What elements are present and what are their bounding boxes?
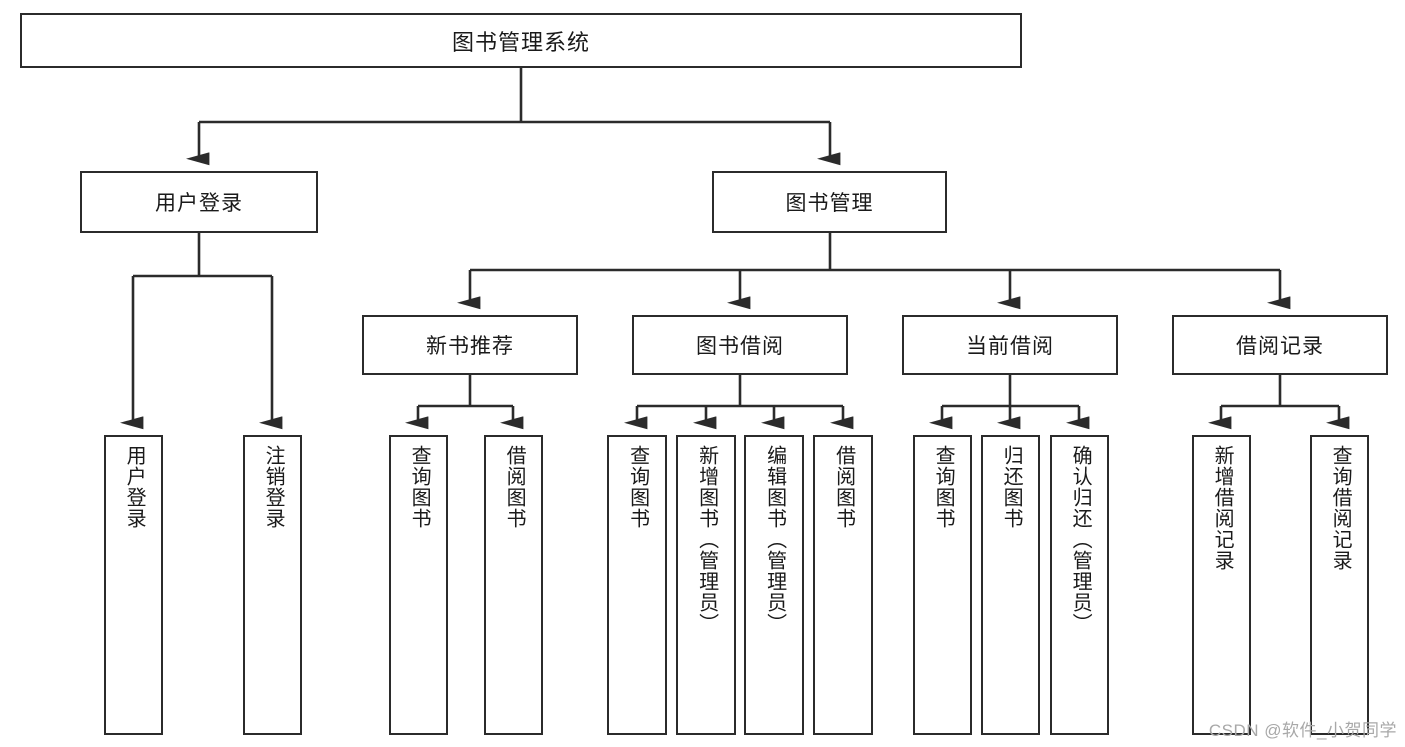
leaf-label: 新增借阅记录 — [1211, 445, 1234, 571]
leaf-label: 借阅图书 — [832, 445, 855, 529]
leaf-current-borrow-return[interactable]: 归还图书 — [981, 435, 1040, 735]
node-book-management[interactable]: 图书管理 — [712, 171, 947, 233]
leaf-user-login-signin[interactable]: 用户登录 — [104, 435, 163, 735]
leaf-label: 用户登录 — [123, 445, 146, 529]
watermark-text: CSDN @软件_小贺同学 — [1208, 721, 1397, 740]
leaf-label: 编辑图书（管理员） — [763, 445, 786, 634]
node-borrow-record[interactable]: 借阅记录 — [1172, 315, 1388, 375]
node-new-book-recommend[interactable]: 新书推荐 — [362, 315, 578, 375]
leaf-new-book-borrow[interactable]: 借阅图书 — [484, 435, 543, 735]
node-book-borrow[interactable]: 图书借阅 — [632, 315, 848, 375]
leaf-user-login-signout[interactable]: 注销登录 — [243, 435, 302, 735]
leaf-new-book-query[interactable]: 查询图书 — [389, 435, 448, 735]
leaf-label: 查询图书 — [408, 445, 431, 529]
leaf-label: 归还图书 — [1000, 445, 1023, 529]
leaf-book-borrow-query[interactable]: 查询图书 — [607, 435, 667, 735]
leaf-current-borrow-confirm-return[interactable]: 确认归还（管理员） — [1050, 435, 1109, 735]
leaf-label: 查询图书 — [932, 445, 955, 529]
leaf-label: 查询借阅记录 — [1329, 445, 1352, 571]
leaf-borrow-record-query[interactable]: 查询借阅记录 — [1310, 435, 1369, 735]
leaf-label: 确认归还（管理员） — [1069, 445, 1092, 634]
leaf-label: 新增图书（管理员） — [695, 445, 718, 634]
leaf-book-borrow-add[interactable]: 新增图书（管理员） — [676, 435, 736, 735]
leaf-book-borrow-lend[interactable]: 借阅图书 — [813, 435, 873, 735]
leaf-label: 查询图书 — [626, 445, 649, 529]
leaf-label: 借阅图书 — [503, 445, 526, 529]
node-root-system[interactable]: 图书管理系统 — [20, 13, 1022, 68]
leaf-label: 注销登录 — [262, 445, 285, 529]
node-user-login[interactable]: 用户登录 — [80, 171, 318, 233]
leaf-current-borrow-query[interactable]: 查询图书 — [913, 435, 972, 735]
node-current-borrow[interactable]: 当前借阅 — [902, 315, 1118, 375]
leaf-book-borrow-edit[interactable]: 编辑图书（管理员） — [744, 435, 804, 735]
leaf-borrow-record-add[interactable]: 新增借阅记录 — [1192, 435, 1251, 735]
